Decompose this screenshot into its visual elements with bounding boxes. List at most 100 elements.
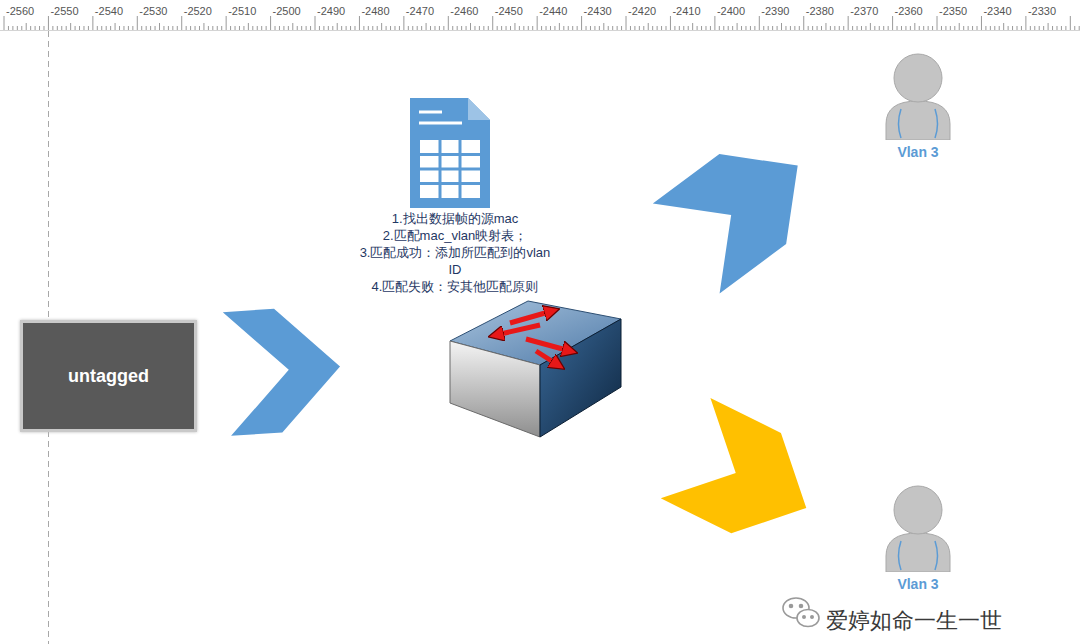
ruler-tick bbox=[159, 23, 160, 30]
user-node: Vlan 3 bbox=[878, 484, 958, 592]
ruler-tick bbox=[417, 26, 418, 30]
ruler-tick bbox=[937, 16, 938, 30]
ruler-tick bbox=[994, 26, 995, 30]
ruler-tick bbox=[843, 26, 844, 30]
ruler-tick bbox=[252, 26, 253, 30]
ruler-tick bbox=[914, 23, 915, 30]
person-icon bbox=[883, 52, 953, 140]
ruler-number: -2560 bbox=[6, 5, 34, 17]
ruler-tick bbox=[670, 16, 671, 30]
ruler-tick bbox=[639, 26, 640, 30]
ruler-tick bbox=[745, 26, 746, 30]
document-page bbox=[410, 98, 490, 208]
traffic-arrow bbox=[510, 311, 552, 323]
ruler-tick bbox=[328, 26, 329, 30]
step-list: 1.找出数据帧的源mac2.匹配mac_vlan映射表；3.匹配成功：添加所匹配… bbox=[357, 210, 553, 295]
ruler-tick bbox=[661, 26, 662, 30]
ruler-tick bbox=[470, 23, 471, 30]
ruler-tick bbox=[301, 26, 302, 30]
traffic-arrow bbox=[536, 351, 558, 365]
ruler-tick bbox=[110, 26, 111, 30]
ruler-number: -2350 bbox=[939, 5, 967, 17]
switch-icon bbox=[448, 299, 624, 439]
ruler-tick bbox=[688, 26, 689, 30]
ruler-tick bbox=[794, 26, 795, 30]
ruler-tick bbox=[892, 16, 893, 30]
ruler-tick bbox=[261, 26, 262, 30]
ruler-tick bbox=[750, 26, 751, 30]
ruler-tick bbox=[1021, 26, 1022, 30]
ruler-number: -2380 bbox=[806, 5, 834, 17]
ruler-tick bbox=[932, 26, 933, 30]
ruler-tick bbox=[257, 26, 258, 30]
ruler-tick bbox=[857, 26, 858, 30]
ruler-ticks bbox=[4, 16, 1079, 30]
ruler-tick bbox=[834, 26, 835, 30]
ruler-tick bbox=[1079, 26, 1080, 30]
ruler-tick bbox=[443, 26, 444, 30]
watermark: 爱婷如命一生一世 bbox=[826, 606, 1002, 636]
ruler-tick bbox=[426, 23, 427, 30]
ruler-tick bbox=[203, 23, 204, 30]
ruler-tick bbox=[1052, 26, 1053, 30]
ruler-tick bbox=[119, 26, 120, 30]
ruler-tick bbox=[870, 23, 871, 30]
person-body bbox=[886, 101, 950, 140]
ruler-tick bbox=[741, 26, 742, 30]
ruler-tick bbox=[905, 26, 906, 30]
ruler-tick bbox=[226, 16, 227, 30]
ruler-tick bbox=[537, 16, 538, 30]
ruler-number: -2420 bbox=[628, 5, 656, 17]
ruler-tick bbox=[390, 26, 391, 30]
ruler-tick bbox=[332, 26, 333, 30]
ruler-tick bbox=[950, 26, 951, 30]
ruler-tick bbox=[550, 26, 551, 30]
ruler-tick bbox=[337, 23, 338, 30]
ruler-tick bbox=[43, 26, 44, 30]
ruler-tick bbox=[239, 26, 240, 30]
ruler-tick bbox=[697, 26, 698, 30]
person-head bbox=[894, 54, 942, 102]
person-line bbox=[899, 109, 902, 138]
flow-chevron bbox=[661, 398, 807, 533]
ruler-tick bbox=[581, 16, 582, 30]
ruler-tick bbox=[941, 26, 942, 30]
ruler-tick bbox=[150, 26, 151, 30]
ruler-tick bbox=[97, 26, 98, 30]
ruler-tick bbox=[972, 26, 973, 30]
ruler-tick bbox=[812, 26, 813, 30]
ruler-tick bbox=[137, 16, 138, 30]
ruler-tick bbox=[128, 26, 129, 30]
ruler-tick bbox=[359, 16, 360, 30]
ruler-tick bbox=[1074, 26, 1075, 30]
ruler-tick bbox=[559, 23, 560, 30]
ruler-tick bbox=[270, 16, 271, 30]
ruler-tick bbox=[919, 26, 920, 30]
ruler-tick bbox=[643, 26, 644, 30]
ruler-tick bbox=[172, 26, 173, 30]
ruler-tick bbox=[8, 26, 9, 30]
grid-line bbox=[420, 182, 480, 185]
switch-front bbox=[450, 341, 540, 437]
vlan-label: Vlan 3 bbox=[878, 144, 958, 160]
flow-chevron bbox=[653, 154, 798, 293]
ruler-tick bbox=[292, 23, 293, 30]
ruler-tick bbox=[48, 16, 49, 30]
ruler-tick bbox=[990, 26, 991, 30]
ruler-tick bbox=[79, 26, 80, 30]
ruler-tick bbox=[546, 26, 547, 30]
ruler-tick bbox=[959, 23, 960, 30]
ruler-tick bbox=[75, 26, 76, 30]
ruler-tick bbox=[1043, 26, 1044, 30]
ruler-tick bbox=[235, 26, 236, 30]
ruler-number: -2450 bbox=[495, 5, 523, 17]
ruler-tick bbox=[563, 26, 564, 30]
ruler-number: -2440 bbox=[539, 5, 567, 17]
ruler-tick bbox=[785, 26, 786, 30]
ruler-tick bbox=[612, 26, 613, 30]
ruler-number: -2390 bbox=[761, 5, 789, 17]
ruler-tick bbox=[146, 26, 147, 30]
box-label: untagged bbox=[68, 366, 149, 387]
ruler-tick bbox=[572, 26, 573, 30]
document-line bbox=[419, 111, 442, 114]
